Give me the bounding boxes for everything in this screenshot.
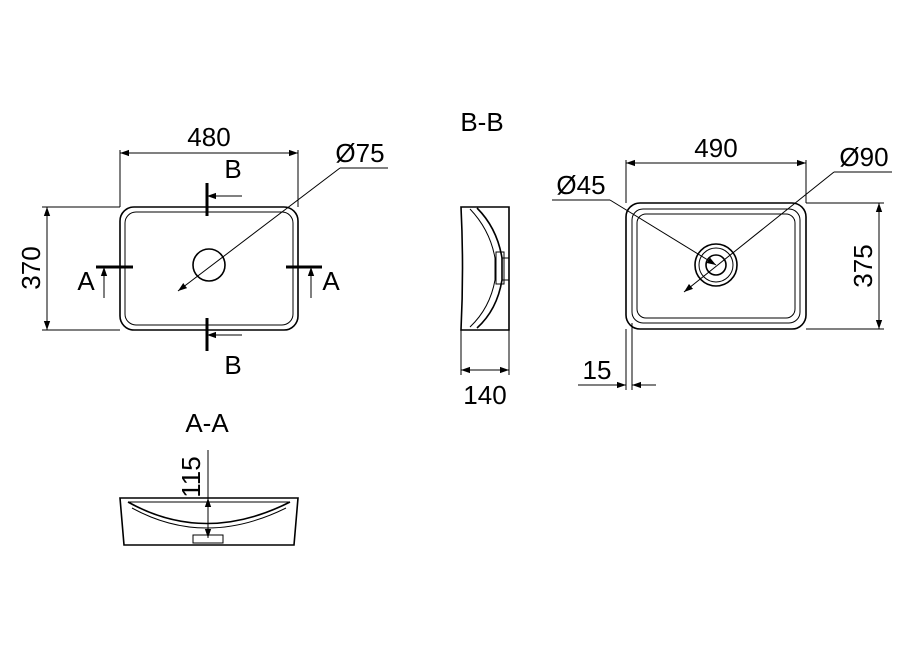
right-height-dimension-label: 375	[848, 244, 878, 287]
right-drain-inner	[705, 254, 727, 276]
height-dimension-label: 370	[16, 246, 46, 289]
drain-leader-line	[177, 167, 341, 292]
right-drain-inner-label: Ø45	[556, 170, 605, 200]
right-view: 490 375 Ø45 Ø90 15	[552, 133, 892, 390]
right-drain-outer-leader	[683, 171, 835, 293]
section-bb-title: B-B	[460, 107, 503, 137]
section-aa-outer-profile	[119, 497, 299, 546]
section-bb-depth-label: 140	[463, 380, 506, 410]
right-basin-inner-outline	[631, 208, 801, 324]
right-drain-outer-label: Ø90	[839, 142, 888, 172]
basin-outline	[119, 206, 299, 331]
section-b-top-label: B	[224, 154, 241, 184]
section-a-right-label: A	[322, 266, 340, 296]
right-drain-inner-leader	[609, 199, 717, 266]
section-bb-bowl-curve	[476, 207, 503, 329]
section-aa-view: A-A 115	[119, 408, 299, 546]
width-dimension-label: 480	[187, 122, 230, 152]
section-a-left-label: A	[77, 266, 95, 296]
right-width-dimension-label: 490	[694, 133, 737, 163]
basin-inner-outline	[124, 211, 294, 326]
section-aa-title: A-A	[185, 408, 229, 438]
section-bb-drain	[495, 251, 505, 285]
section-aa-bowl-curve	[127, 501, 291, 525]
right-drain-outer	[694, 243, 738, 287]
section-b-bottom-label: B	[224, 350, 241, 380]
section-bb-view: B-B 140	[460, 107, 510, 410]
section-aa-depth-label: 115	[176, 456, 206, 497]
drain-dimension-label: Ø75	[335, 138, 384, 168]
section-bb-outer-profile	[460, 206, 510, 331]
right-basin-outline	[625, 202, 807, 330]
top-view: 480 370 Ø75 B B A A	[16, 122, 388, 380]
drain-circle	[192, 248, 226, 282]
right-rim-dimension-label: 15	[583, 355, 612, 385]
